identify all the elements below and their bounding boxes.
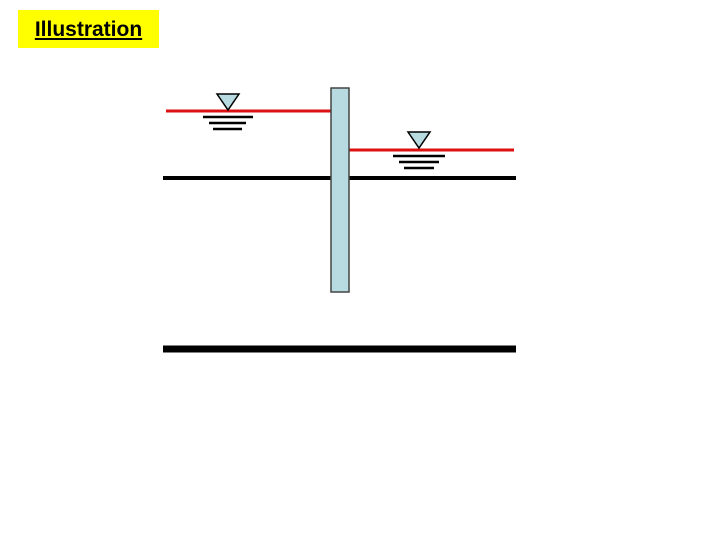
title-text: Illustration <box>34 17 143 41</box>
left-water-table-triangle-icon <box>203 93 253 131</box>
title-box: Illustration <box>18 10 159 48</box>
right-water-table-triangle-icon <box>393 131 445 170</box>
sheet-pile-wall <box>330 87 350 293</box>
